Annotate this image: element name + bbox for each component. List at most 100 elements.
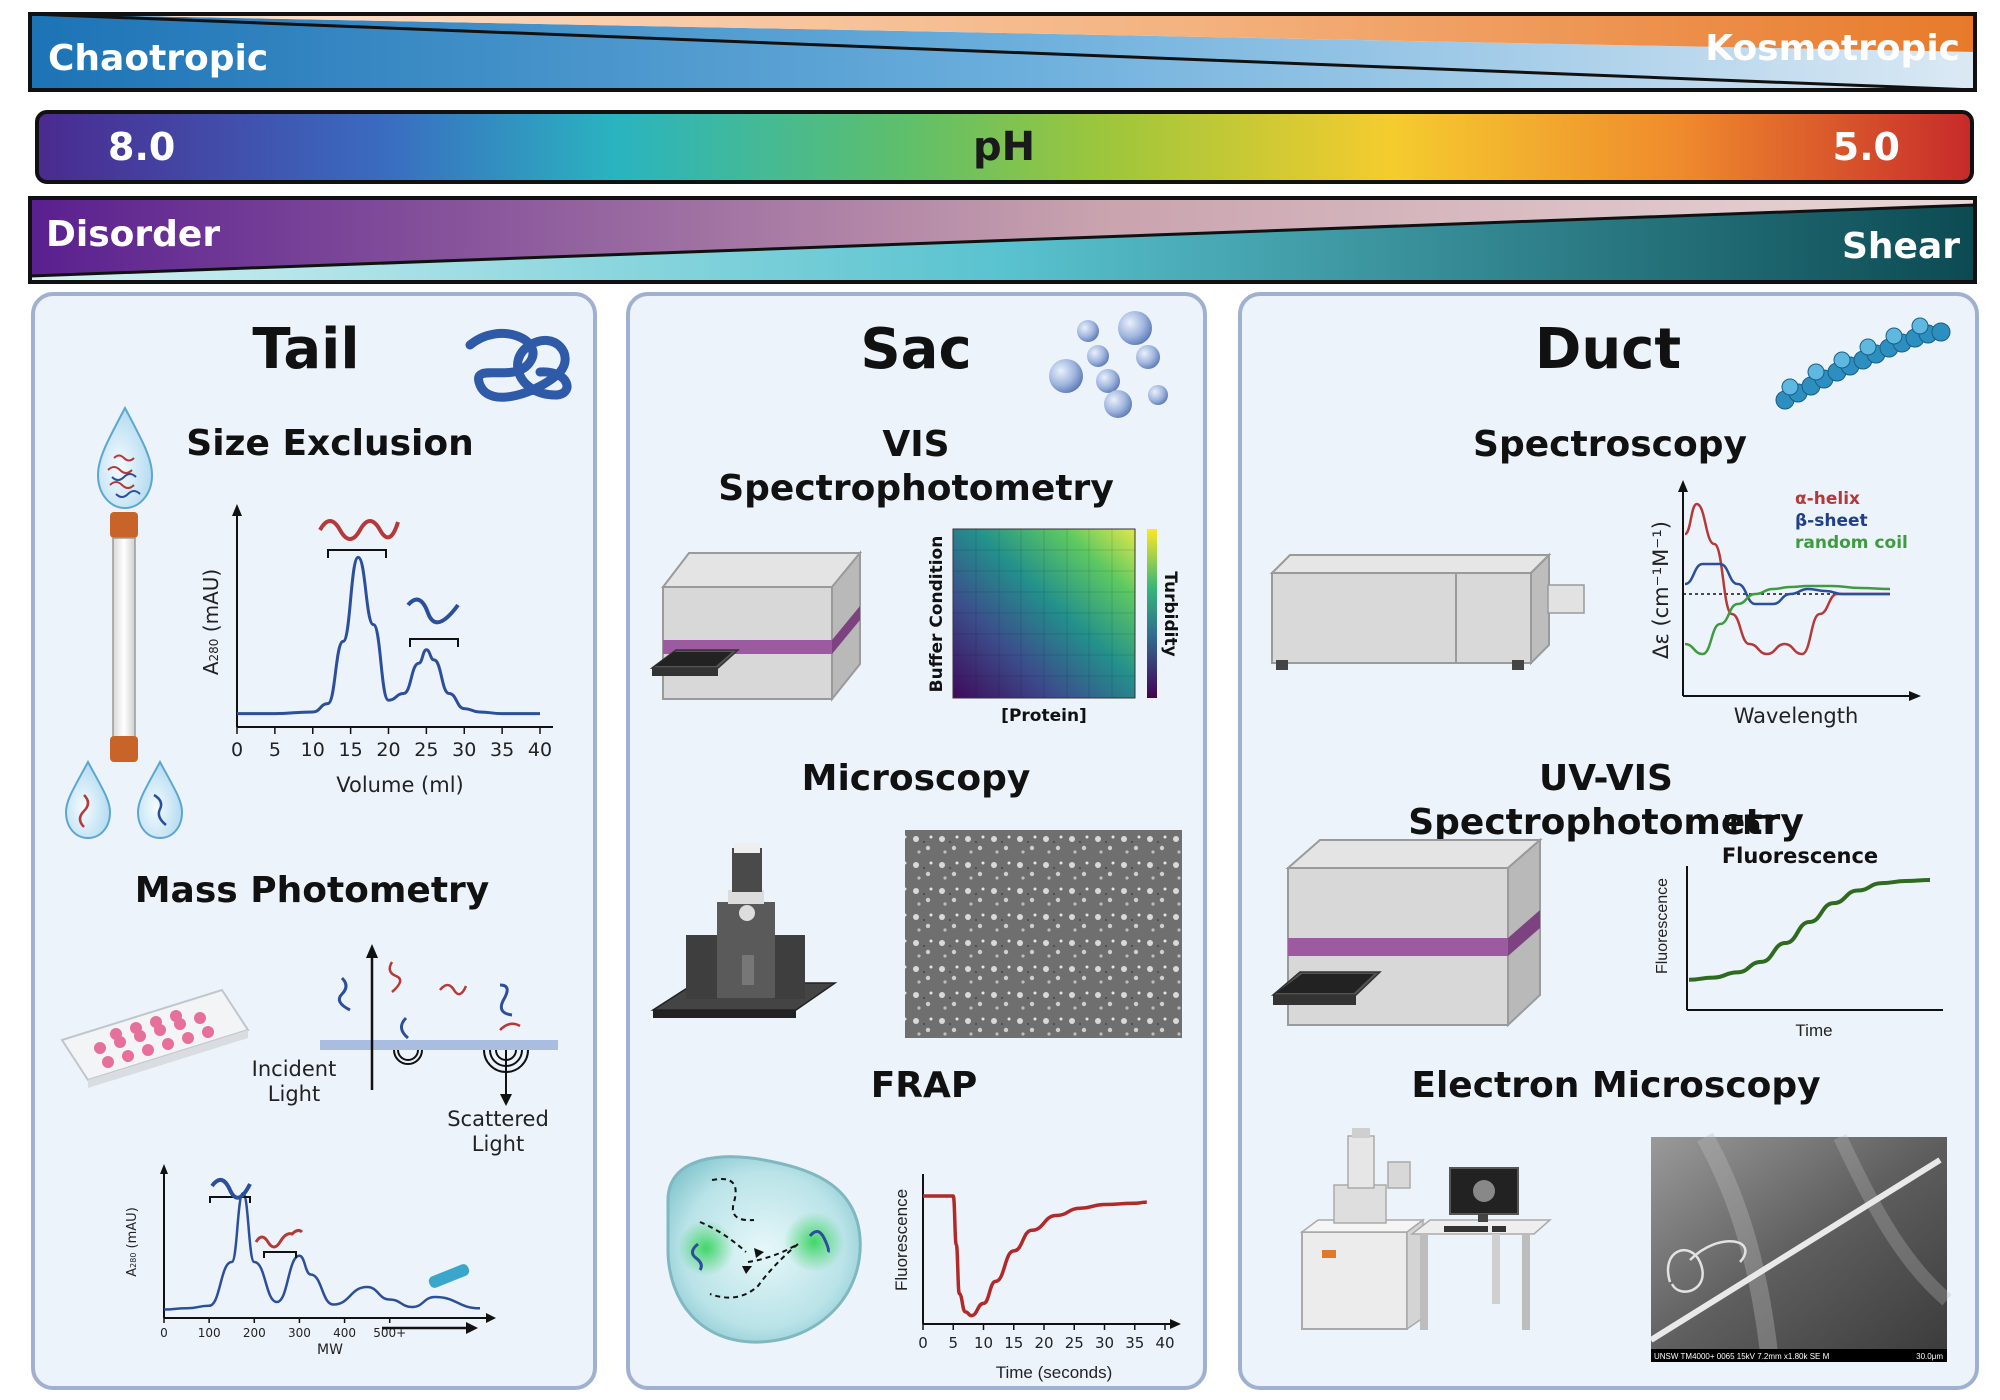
sec-x-label: Volume (ml) [336, 773, 463, 797]
ph-center-label: pH [973, 124, 1035, 170]
microscopy-title: Microscopy [802, 758, 1031, 799]
mp-x-tick-label: 300 [288, 1326, 311, 1340]
frap-x-tick-label: 10 [974, 1334, 993, 1352]
peak-2-bracket [409, 638, 459, 647]
glass-surface [320, 1040, 558, 1050]
frap-x-tick-label: 35 [1125, 1334, 1144, 1352]
plate-reader-illustration [649, 550, 863, 702]
uvvis-title-line2: Spectrophotometry [1408, 802, 1804, 843]
column-body [112, 537, 136, 739]
scattered-label-line1: Scattered [447, 1107, 549, 1131]
mp-x-tick-label: 0 [160, 1326, 168, 1340]
salt-divider [29, 12, 1976, 92]
peak-1-protein-icon [318, 519, 400, 541]
sec-x-tick-label: 40 [528, 739, 552, 761]
disordered-protein-icon [465, 329, 572, 402]
sec-trace [237, 555, 540, 716]
tht-chart: Fluorescence Fluorescence Time [1654, 844, 1943, 1040]
salt-band-frame [28, 12, 1977, 92]
duct-title: Duct [1535, 317, 1681, 382]
column-bottom-cap [110, 736, 138, 762]
sec-x-tick-label: 5 [269, 739, 281, 761]
frap-x-tick-label: 20 [1034, 1334, 1053, 1352]
disorder-label: Disorder [46, 214, 220, 255]
chaotropic-label: Chaotropic [48, 38, 268, 79]
sem-scale-label: 30.0μm [1916, 1352, 1943, 1361]
ph-left-label: 8.0 [108, 125, 175, 169]
shear-label: Shear [1842, 226, 1960, 267]
mp-x-tick-label: 200 [243, 1326, 266, 1340]
frap-x-label: Time (seconds) [996, 1363, 1113, 1382]
spectroscopy-title: Spectroscopy [1473, 424, 1747, 465]
vis-title-line2: Spectrophotometry [718, 468, 1114, 509]
mass-photometry-schematic: Incident Light Scattered Light [252, 944, 558, 1156]
ph-band: 8.0 pH 5.0 [35, 110, 1974, 184]
frap-droplet-illustration [666, 1155, 862, 1344]
cd-random-coil-trace [1684, 584, 1891, 656]
mp-x-label: MW [317, 1342, 343, 1358]
microscope-illustration [650, 843, 838, 1018]
heatmap-y-label: Buffer Condition [927, 536, 947, 693]
sec-y-label: A280 (mAU) [199, 569, 223, 675]
column-top-cap [110, 512, 138, 538]
frap-x-tick-label: 25 [1065, 1334, 1084, 1352]
sac-title: Sac [860, 317, 971, 382]
cd-x-label: Wavelength [1734, 704, 1859, 728]
ph-gradient-bar [35, 110, 1974, 184]
disorder-band-frame [28, 196, 1977, 284]
tail-title: Tail [252, 317, 359, 382]
heatmap-grid [952, 528, 1136, 699]
disorder-divider [29, 203, 1976, 278]
frap-x-tick-label: 0 [918, 1334, 928, 1352]
incident-label-line2: Light [268, 1082, 320, 1106]
cd-chart: Δε (cm⁻¹M⁻¹) Wavelength α-helix β-sheet … [1649, 480, 1921, 728]
tht-x-label: Time [1795, 1021, 1832, 1040]
frap-x-tick-label: 30 [1095, 1334, 1114, 1352]
mass-photometry-title: Mass Photometry [135, 870, 490, 911]
uvvis-plate-reader-illustration [1270, 837, 1543, 1028]
fibril-structure-icon [1775, 317, 1951, 410]
frap-title: FRAP [871, 1065, 978, 1106]
sem-caption: UNSW TM4000+ 0065 15kV 7.2mm x1.80k SE M [1654, 1352, 1830, 1361]
tht-label: ThT [1725, 811, 1779, 841]
fibril-icon [428, 1264, 470, 1288]
disorder-band: Disorder Shear [28, 196, 1977, 284]
sec-x-tick-label: 20 [376, 739, 400, 761]
mp-x-tick-label: 100 [198, 1326, 221, 1340]
tht-y-label: Fluorescence [1654, 878, 1671, 974]
legend-beta-sheet: β-sheet [1795, 511, 1868, 531]
mp-y-label: A280 (mAU) [125, 1207, 140, 1277]
tail-panel [31, 292, 597, 1390]
condensate-droplets-icon [1049, 311, 1168, 418]
mp-x-tick-label: 400 [333, 1326, 356, 1340]
sec-x-tick-label: 35 [490, 739, 514, 761]
uvvis-title-line1: UV-VIS [1539, 758, 1673, 799]
frap-x-tick-label: 15 [1004, 1334, 1023, 1352]
frap-x-tick-label: 40 [1155, 1334, 1174, 1352]
ph-right-label: 5.0 [1833, 125, 1900, 169]
sem-monitor [1449, 1167, 1519, 1215]
cd-spectrometer-illustration [1269, 552, 1585, 670]
tht-chart-title: Fluorescence [1722, 844, 1878, 868]
sec-x-tick-label: 15 [339, 739, 363, 761]
tht-trace [1688, 878, 1931, 982]
peak-1-bracket [327, 549, 387, 558]
scattered-label-line2: Light [472, 1132, 524, 1156]
colorbar-label: Turbidity [1160, 571, 1180, 656]
heatmap-x-label: [Protein] [1001, 706, 1087, 726]
legend-alpha-helix: α-helix [1795, 489, 1860, 509]
frap-y-label: Fluorescence [892, 1189, 911, 1291]
kosmotropic-wedge [30, 14, 1975, 52]
sem-fibre [1649, 1157, 1942, 1343]
disorder-wedge [30, 198, 1975, 276]
kosmotropic-label: Kosmotropic [1705, 28, 1960, 69]
turbidity-heatmap: Buffer Condition [Protein] Turbidity [927, 528, 1180, 726]
sem-instrument-illustration [1299, 1128, 1552, 1331]
sec-x-tick-label: 10 [301, 739, 325, 761]
sec-x-tick-label: 0 [231, 739, 243, 761]
